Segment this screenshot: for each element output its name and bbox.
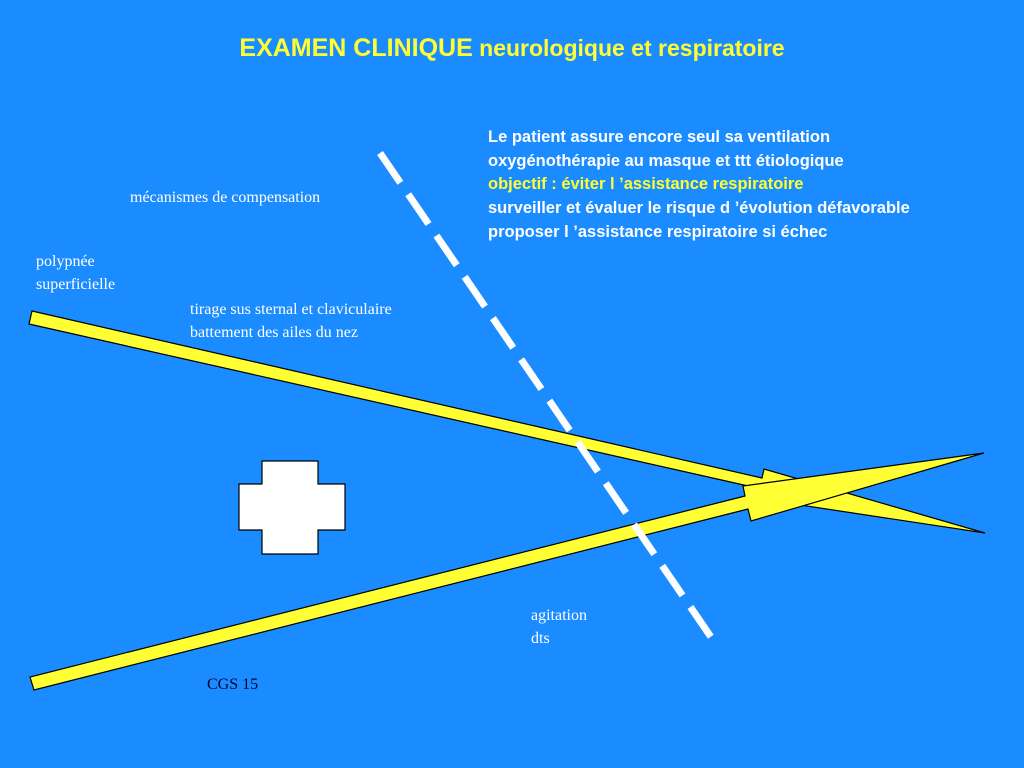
label-cgs: CGS 15 (207, 673, 258, 696)
info-line: surveiller et évaluer le risque d ’évolu… (488, 199, 910, 218)
title-part-1: EXAMEN CLINIQUE (239, 34, 473, 62)
label-polypnee: polypnée superficielle (36, 250, 115, 296)
page-title: EXAMEN CLINIQUE neurologique et respirat… (0, 34, 1024, 63)
info-line: oxygénothérapie au masque et ttt étiolog… (488, 151, 844, 170)
label-cgs-text: CGS 15 (207, 676, 259, 693)
upper-arrow-shape (28, 310, 986, 534)
info-line: proposer l ’assistance respiratoire si é… (488, 222, 828, 241)
label-tirage: tirage sus sternal et claviculaire batte… (190, 298, 392, 344)
label-mecanismes-text: mécanismes de compensation (130, 189, 321, 206)
lower-arrow-shape (29, 452, 985, 691)
info-line-highlight: objectif : éviter l ’assistance respirat… (488, 175, 804, 194)
label-tirage-line1: tirage sus sternal et claviculaire (190, 301, 392, 318)
label-polypnee-line2: superficielle (36, 276, 116, 293)
label-agitation-line1: agitation (531, 607, 587, 624)
label-polypnee-line1: polypnée (36, 253, 95, 270)
upper-arrow (28, 310, 986, 534)
label-agitation-line2: dts (531, 630, 550, 647)
label-mecanismes: mécanismes de compensation (130, 186, 320, 209)
lower-arrow (29, 452, 985, 691)
info-line: Le patient assure encore seul sa ventila… (488, 128, 831, 146)
plus-cross-icon (238, 460, 346, 555)
label-tirage-line2: battement des ailes du nez (190, 324, 358, 341)
label-agitation: agitation dts (531, 604, 587, 650)
title-part-2: neurologique et respiratoire (472, 35, 785, 61)
info-text-block: Le patient assure encore seul sa ventila… (488, 126, 910, 245)
